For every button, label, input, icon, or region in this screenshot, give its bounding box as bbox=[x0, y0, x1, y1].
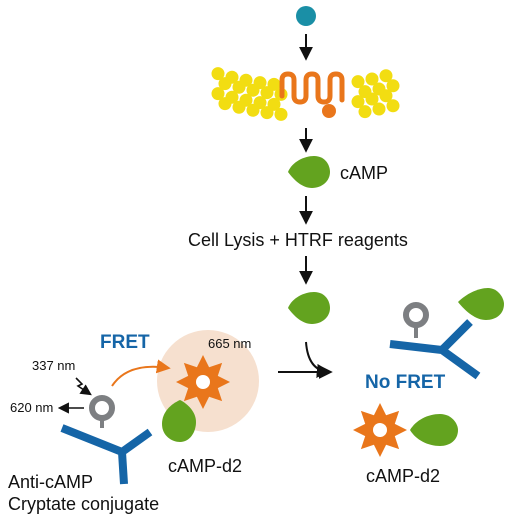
anti-camp-label-line2: Cryptate conjugate bbox=[8, 494, 159, 514]
lipid-head bbox=[379, 69, 393, 83]
lipid-head bbox=[351, 95, 365, 109]
camp-d2-label-right: cAMP-d2 bbox=[366, 466, 440, 486]
lipid-head bbox=[365, 72, 379, 86]
lipid-head bbox=[232, 80, 246, 94]
lipid-head bbox=[386, 99, 400, 113]
antibody-icon-right bbox=[389, 319, 481, 380]
d2-acceptor-star-right bbox=[353, 403, 407, 457]
lipid-head bbox=[274, 107, 288, 121]
bound-camp-icon-right bbox=[458, 288, 504, 320]
lipid-head bbox=[351, 75, 365, 89]
fret-label: FRET bbox=[100, 332, 150, 353]
gpcr-receptor-icon bbox=[279, 71, 345, 118]
lipid-head bbox=[358, 105, 372, 119]
lipid-head bbox=[218, 77, 232, 91]
d2-acceptor-star-left bbox=[176, 355, 230, 409]
emission-620-label: 620 nm bbox=[10, 400, 53, 415]
cryptate-donor-icon-right bbox=[403, 302, 429, 338]
lipid-head bbox=[260, 86, 274, 100]
cryptate-donor-icon-left bbox=[89, 395, 115, 428]
free-camp-icon bbox=[288, 292, 330, 324]
anti-camp-label-line1: Anti-cAMP bbox=[8, 472, 93, 492]
excitation-337-arrow bbox=[75, 377, 92, 396]
ligand-dot bbox=[296, 6, 316, 26]
camp-d2-molecule-right bbox=[410, 414, 458, 446]
lipid-head bbox=[372, 102, 386, 116]
antibody-icon-left bbox=[60, 424, 153, 485]
energy-transfer-arrow bbox=[111, 359, 171, 387]
lipid-head bbox=[232, 100, 246, 114]
lipid-head bbox=[365, 92, 379, 106]
emission-665-label: 665 nm bbox=[208, 336, 251, 351]
lysis-label: Cell Lysis + HTRF reagents bbox=[188, 230, 408, 250]
lipid-head bbox=[260, 106, 274, 120]
no-fret-label: No FRET bbox=[365, 372, 446, 393]
lipid-head bbox=[246, 83, 260, 97]
camp-d2-label-left: cAMP-d2 bbox=[168, 456, 242, 476]
lipid-head bbox=[218, 97, 232, 111]
camp-label: cAMP bbox=[340, 163, 388, 183]
lipid-head bbox=[379, 89, 393, 103]
lipid-head bbox=[246, 103, 260, 117]
excitation-337-label: 337 nm bbox=[32, 358, 75, 373]
lipid-head bbox=[386, 79, 400, 93]
camp-d2-molecule-left bbox=[162, 400, 196, 442]
competition-arrow-curve bbox=[305, 341, 331, 378]
cell-membrane bbox=[211, 67, 400, 121]
camp-molecule-icon bbox=[288, 156, 330, 188]
lipid-head bbox=[211, 87, 225, 101]
lipid-head bbox=[211, 67, 225, 81]
